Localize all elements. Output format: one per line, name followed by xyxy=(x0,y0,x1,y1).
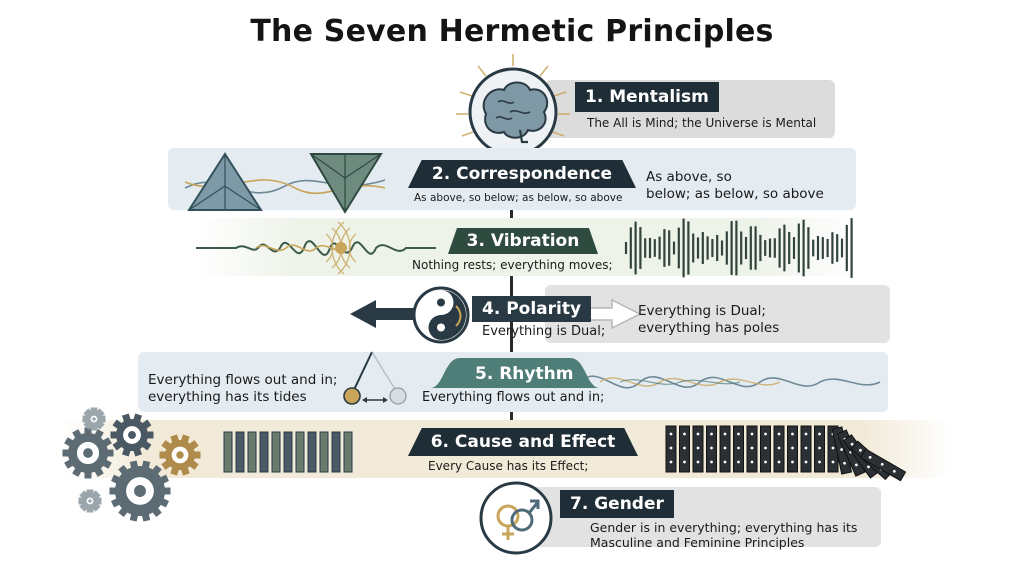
tag-rhythm: 5. Rhythm xyxy=(475,364,574,384)
gender-panel xyxy=(495,487,881,547)
subtitle-rhythm: Everything flows out and in; xyxy=(422,390,605,405)
subtitle-mentalism: The All is Mind; the Universe is Mental xyxy=(587,116,817,130)
side-line-1: As above, so xyxy=(646,169,732,185)
pendulum-icon xyxy=(343,351,407,405)
subtitle-line-1: Gender is in everything; everything has … xyxy=(590,520,858,535)
gender-symbols-icon xyxy=(479,481,553,555)
tag-gender: 7. Gender xyxy=(560,490,674,518)
side-line-2: everything has poles xyxy=(638,320,780,336)
tag-correspondence: 2. Correspondence xyxy=(408,160,636,188)
side-line-2: below; as below, so above xyxy=(646,186,824,202)
triangle-icon xyxy=(184,152,386,214)
tag-cause-effect: 6. Cause and Effect xyxy=(408,428,638,456)
side-text-polarity: Everything is Dual; everything has poles xyxy=(638,303,779,337)
subtitle-vibration: Nothing rests; everything moves; xyxy=(412,258,613,272)
gears-icon xyxy=(62,407,201,522)
page-title: The Seven Hermetic Principles xyxy=(250,14,774,49)
subtitle-line-2: Masculine and Feminine Principles xyxy=(590,535,805,550)
side-line-1: Everything is Dual; xyxy=(638,303,766,319)
tag-mentalism: 1. Mentalism xyxy=(575,82,719,112)
brain-icon xyxy=(456,54,570,157)
subtitle-correspondence: As above, so below; as below, so above xyxy=(414,192,623,204)
side-line-2: everything has its tides xyxy=(148,389,307,405)
tag-vibration: 3. Vibration xyxy=(448,228,598,254)
subtitle-gender: Gender is in everything; everything has … xyxy=(590,520,857,550)
yin-yang-icon xyxy=(412,286,470,344)
rhythm-tag-shape xyxy=(430,358,600,388)
waveform-icon xyxy=(196,218,853,278)
side-text-rhythm: Everything flows out and in; everything … xyxy=(148,372,337,406)
dominoes-right-icon xyxy=(665,425,907,482)
side-text-correspondence: As above, so below; as below, so above xyxy=(646,169,824,203)
tag-polarity: 4. Polarity xyxy=(472,296,592,322)
dominoes-left-icon xyxy=(223,431,353,473)
side-line-1: Everything flows out and in; xyxy=(148,372,338,388)
subtitle-cause-effect: Every Cause has its Effect; xyxy=(428,459,589,473)
rhythm-wave-icon xyxy=(579,375,881,389)
subtitle-polarity: Everything is Dual; xyxy=(482,324,606,339)
